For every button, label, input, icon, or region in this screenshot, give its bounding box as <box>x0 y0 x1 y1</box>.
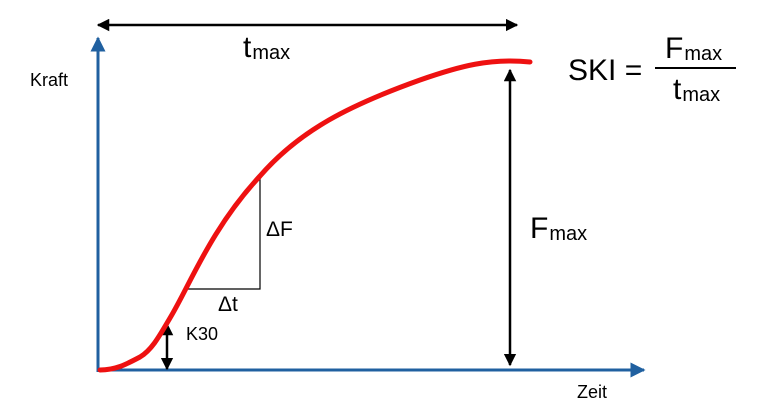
delta-t-label: Δt <box>218 293 238 316</box>
y-axis-label: Kraft <box>30 70 68 90</box>
slope-triangle <box>186 176 261 290</box>
fmax-label: Fmax <box>530 212 587 245</box>
force-curve <box>97 58 533 373</box>
delta-f-label: ΔF <box>266 218 293 241</box>
k30-label: K30 <box>186 324 218 344</box>
x-axis-label: Zeit <box>577 382 607 402</box>
formula-denominator: tmax <box>673 73 720 106</box>
tmax-label: tmax <box>243 31 290 64</box>
formula-lhs: SKI = <box>568 54 642 87</box>
formula-numerator: Fmax <box>665 32 722 65</box>
